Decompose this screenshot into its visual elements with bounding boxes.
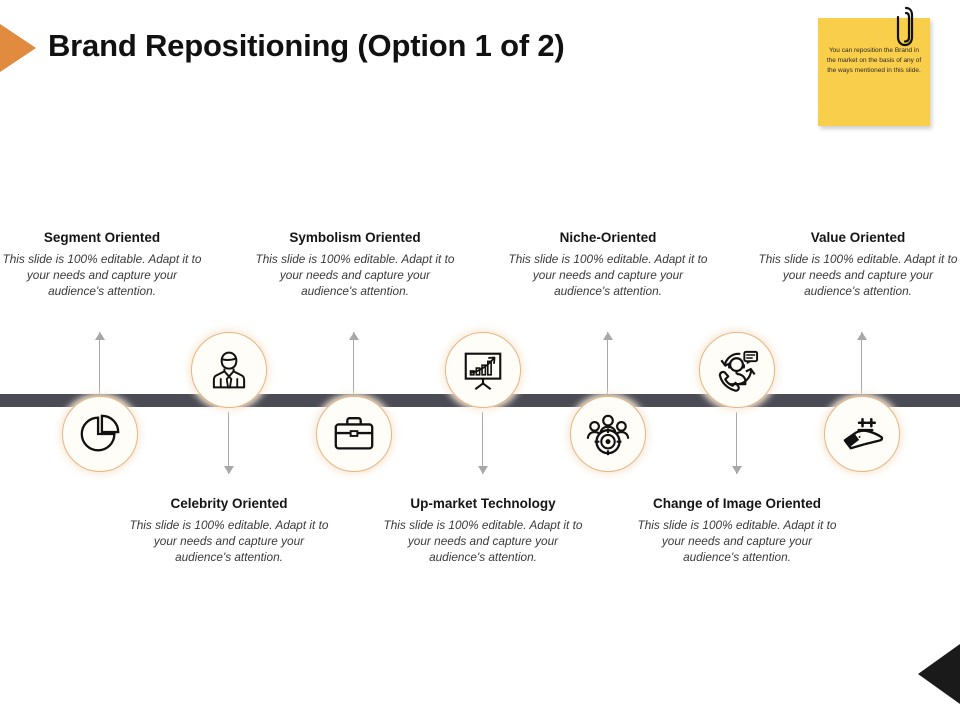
node-segment-oriented[interactable] xyxy=(62,396,138,472)
sticky-note-text: You can reposition the Brand in the mark… xyxy=(826,47,922,74)
growth-presentation-icon xyxy=(445,332,521,408)
text-block-change-of-image-oriented: Change of Image Oriented This slide is 1… xyxy=(637,496,837,565)
text-block-symbolism-oriented: Symbolism Oriented This slide is 100% ed… xyxy=(255,230,455,299)
connector-arrow-up-3 xyxy=(348,332,360,394)
connector-arrow-up-5 xyxy=(602,332,614,394)
block-body: This slide is 100% editable. Adapt it to… xyxy=(129,518,329,564)
block-title: Up-market Technology xyxy=(410,496,556,511)
connector-arrow-down-4 xyxy=(477,412,489,474)
node-up-market-technology[interactable] xyxy=(445,332,521,408)
pie-chart-icon xyxy=(62,396,138,472)
businessman-icon xyxy=(191,332,267,408)
customer-support-icon xyxy=(699,332,775,408)
block-body: This slide is 100% editable. Adapt it to… xyxy=(637,518,837,564)
orange-arrow-icon xyxy=(0,24,36,72)
sticky-note: You can reposition the Brand in the mark… xyxy=(818,6,930,130)
paperclip-icon xyxy=(896,6,914,47)
block-title: Value Oriented xyxy=(810,230,906,245)
node-niche-oriented[interactable] xyxy=(570,396,646,472)
text-block-celebrity-oriented: Celebrity Oriented This slide is 100% ed… xyxy=(129,496,329,565)
text-block-niche-oriented: Niche-Oriented This slide is 100% editab… xyxy=(508,230,708,299)
block-title: Celebrity Oriented xyxy=(170,496,288,511)
node-symbolism-oriented[interactable] xyxy=(316,396,392,472)
block-body: This slide is 100% editable. Adapt it to… xyxy=(383,518,583,564)
connector-arrow-up-1 xyxy=(94,332,106,394)
node-celebrity-oriented[interactable] xyxy=(191,332,267,408)
black-arrow-icon xyxy=(918,644,960,704)
block-title: Change of Image Oriented xyxy=(652,496,822,511)
text-block-segment-oriented: Segment Oriented This slide is 100% edit… xyxy=(2,230,202,299)
briefcase-icon xyxy=(316,396,392,472)
connector-arrow-up-7 xyxy=(856,332,868,394)
connector-arrow-down-6 xyxy=(731,412,743,474)
block-body: This slide is 100% editable. Adapt it to… xyxy=(2,252,202,298)
block-title: Segment Oriented xyxy=(43,230,161,245)
block-body: This slide is 100% editable. Adapt it to… xyxy=(508,252,708,298)
target-audience-icon xyxy=(570,396,646,472)
block-title: Niche-Oriented xyxy=(559,230,657,245)
block-body: This slide is 100% editable. Adapt it to… xyxy=(758,252,958,298)
text-block-value-oriented: Value Oriented This slide is 100% editab… xyxy=(758,230,958,299)
page-title: Brand Repositioning (Option 1 of 2) xyxy=(48,28,565,63)
node-value-oriented[interactable] xyxy=(824,396,900,472)
block-body: This slide is 100% editable. Adapt it to… xyxy=(255,252,455,298)
block-title: Symbolism Oriented xyxy=(289,230,421,245)
hand-value-icon xyxy=(824,396,900,472)
connector-arrow-down-2 xyxy=(223,412,235,474)
node-change-of-image-oriented[interactable] xyxy=(699,332,775,408)
text-block-up-market-technology: Up-market Technology This slide is 100% … xyxy=(383,496,583,565)
